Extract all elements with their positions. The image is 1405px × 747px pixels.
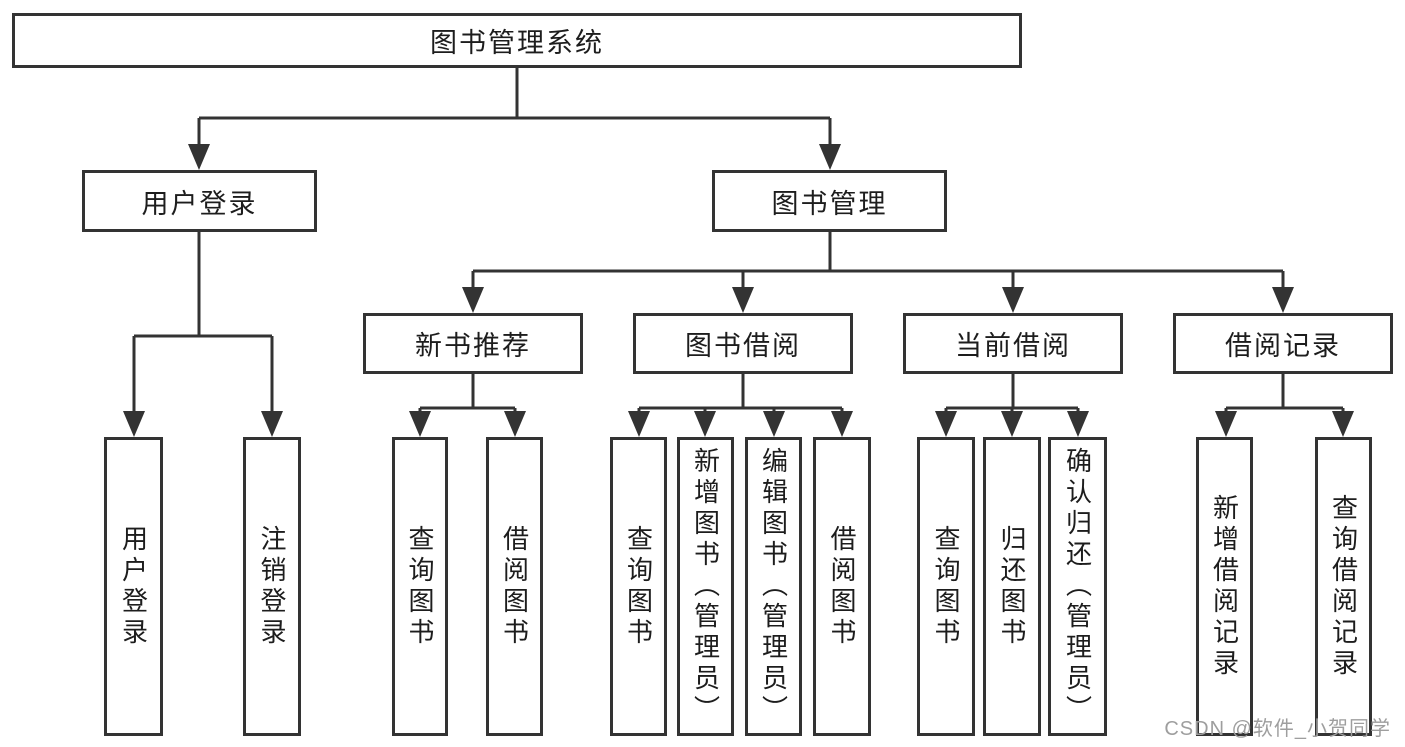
- node-book-management-module: 图书管理: [712, 170, 947, 232]
- leaf-label: 新增图书（管理员）: [690, 447, 721, 726]
- node-label: 用户登录: [141, 188, 258, 219]
- leaf-label: 借阅图书: [827, 524, 857, 649]
- node-label: 图书管理: [771, 188, 888, 219]
- leaf-add-borrow-record: 新增借阅记录: [1196, 437, 1253, 736]
- leaf-query-borrow-record: 查询借阅记录: [1315, 437, 1372, 736]
- leaf-return-books: 归还图书: [983, 437, 1041, 736]
- leaf-query-books-borrow: 查询图书: [610, 437, 667, 736]
- node-borrowing-records: 借阅记录: [1173, 313, 1393, 374]
- arrowhead-icons: [123, 144, 1354, 437]
- leaf-label: 归还图书: [997, 524, 1027, 649]
- node-label: 新书推荐: [415, 331, 531, 361]
- leaf-label: 注销登录: [257, 524, 287, 649]
- node-current-borrowing: 当前借阅: [903, 313, 1123, 374]
- leaf-logout: 注销登录: [243, 437, 301, 736]
- leaf-query-books-recommend: 查询图书: [392, 437, 448, 736]
- leaf-add-books-admin: 新增图书（管理员）: [677, 437, 734, 736]
- leaf-label: 查询图书: [405, 524, 435, 649]
- csdn-watermark: CSDN @软件_小贺同学: [1164, 718, 1391, 740]
- node-label: 借阅记录: [1225, 331, 1341, 361]
- node-label: 图书借阅: [685, 331, 801, 361]
- node-label: 当前借阅: [955, 331, 1071, 361]
- leaf-label: 确认归还（管理员）: [1062, 447, 1093, 726]
- leaf-label: 用户登录: [118, 524, 149, 649]
- leaf-query-books-current: 查询图书: [917, 437, 975, 736]
- leaf-label: 查询借阅记录: [1328, 493, 1359, 680]
- leaf-label: 借阅图书: [499, 524, 530, 649]
- leaf-borrow-books-recommend: 借阅图书: [486, 437, 543, 736]
- node-book-borrowing: 图书借阅: [633, 313, 853, 374]
- leaf-label: 编辑图书（管理员）: [758, 447, 789, 726]
- node-label: 图书管理系统: [430, 28, 604, 58]
- leaf-borrow-books: 借阅图书: [813, 437, 871, 736]
- node-user-login-module: 用户登录: [82, 170, 317, 232]
- leaf-confirm-return-admin: 确认归还（管理员）: [1048, 437, 1107, 736]
- leaf-edit-books-admin: 编辑图书（管理员）: [745, 437, 802, 736]
- leaf-label: 查询图书: [623, 524, 654, 649]
- leaf-label: 新增借阅记录: [1209, 493, 1240, 680]
- node-root-system: 图书管理系统: [12, 13, 1022, 68]
- leaf-label: 查询图书: [931, 524, 961, 649]
- leaf-user-login: 用户登录: [104, 437, 163, 736]
- node-new-book-recommend: 新书推荐: [363, 313, 583, 374]
